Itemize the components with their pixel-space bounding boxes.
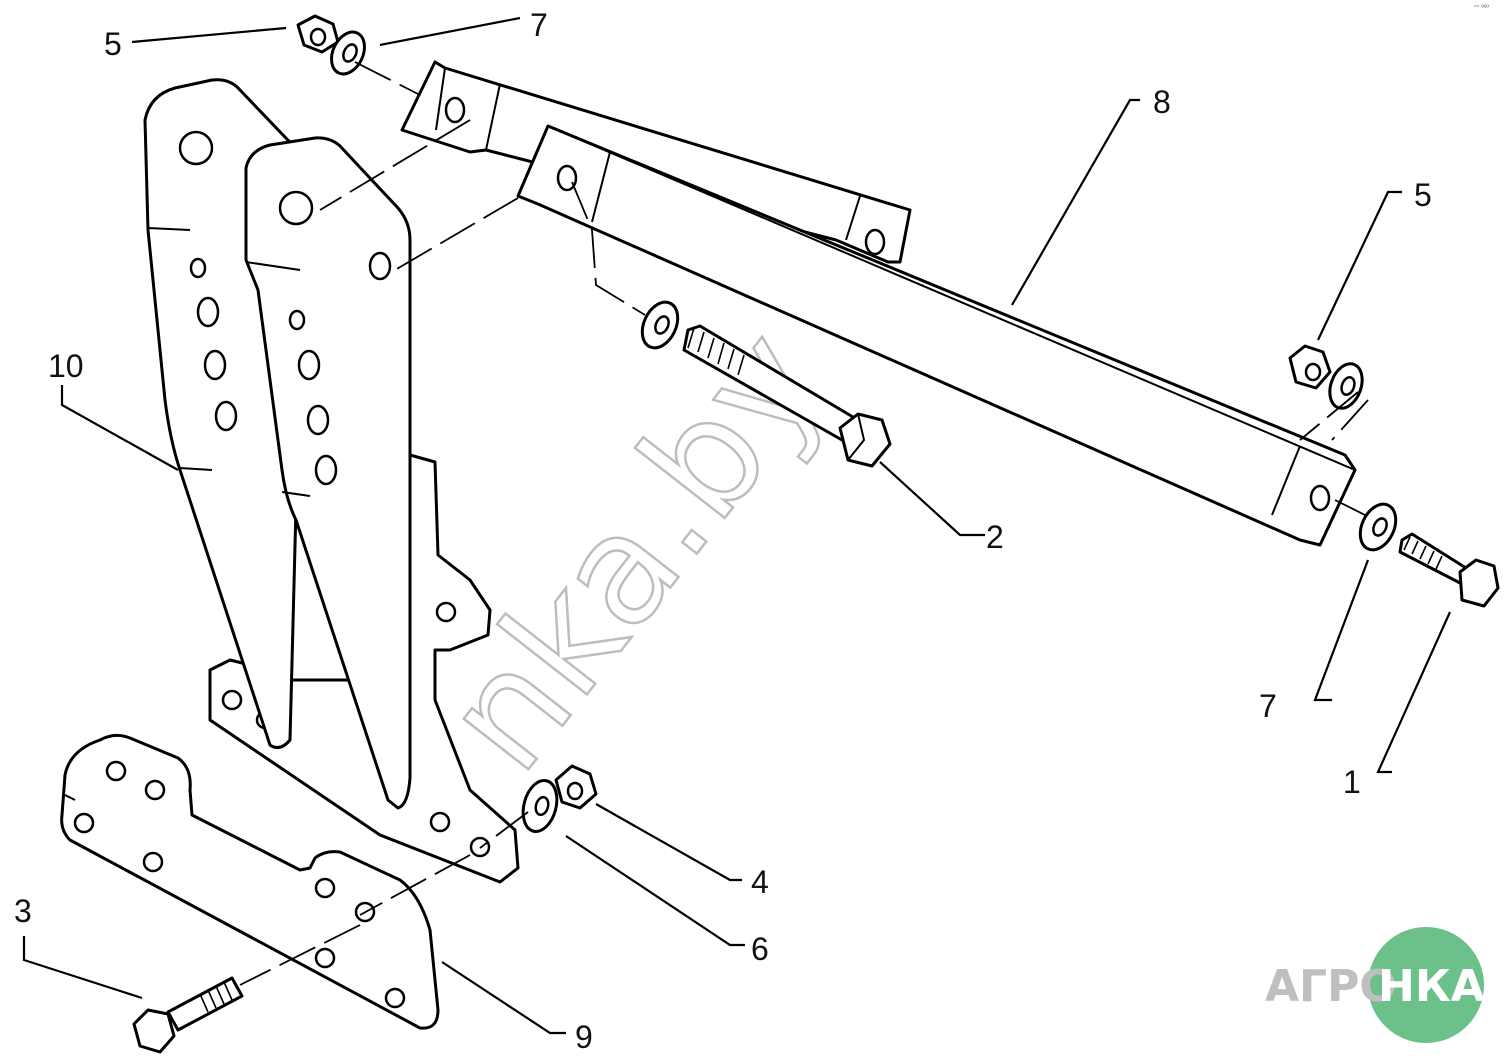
brand-logo: АГРО НКА: [1265, 927, 1485, 1043]
callout-3: 3: [14, 893, 32, 929]
callout-8: 8: [1153, 84, 1171, 120]
callout-7-top: 7: [530, 7, 548, 43]
callout-7-right: 7: [1259, 688, 1277, 724]
watermark: nka.by: [411, 299, 858, 802]
callout-5-top: 5: [104, 26, 122, 62]
washer-bolt-2: [640, 300, 680, 350]
logo-text-right: НКА: [1378, 961, 1485, 1012]
callouts: 5 7 8 5 10 2 7 1 4 3 6 9: [14, 7, 1432, 1055]
washer-6: [521, 779, 559, 833]
callout-9: 9: [575, 1019, 593, 1055]
callout-1: 1: [1343, 764, 1361, 800]
callout-6: 6: [751, 931, 769, 967]
assembly-lines: [239, 61, 1369, 986]
bolt-1: [1398, 532, 1500, 608]
callout-5-right: 5: [1414, 177, 1432, 213]
bolt-2: [682, 324, 892, 468]
front-arm: [244, 136, 412, 810]
logo-text-left: АГРО: [1265, 961, 1397, 1012]
nut-right: [1288, 344, 1332, 390]
callout-2: 2: [986, 519, 1004, 555]
lower-bar: [516, 124, 1357, 547]
leader-lines: [22, 16, 1452, 1035]
callout-4: 4: [751, 864, 769, 900]
bottom-plate: [60, 733, 440, 1030]
corner-note: "° ººº: [1474, 4, 1489, 12]
nut-4: [554, 764, 598, 810]
washer-right: [1328, 362, 1364, 410]
bolt-3: [132, 976, 244, 1054]
nut-top: [296, 14, 340, 54]
washer-lower-right: [1358, 502, 1398, 552]
callout-10: 10: [48, 348, 84, 384]
